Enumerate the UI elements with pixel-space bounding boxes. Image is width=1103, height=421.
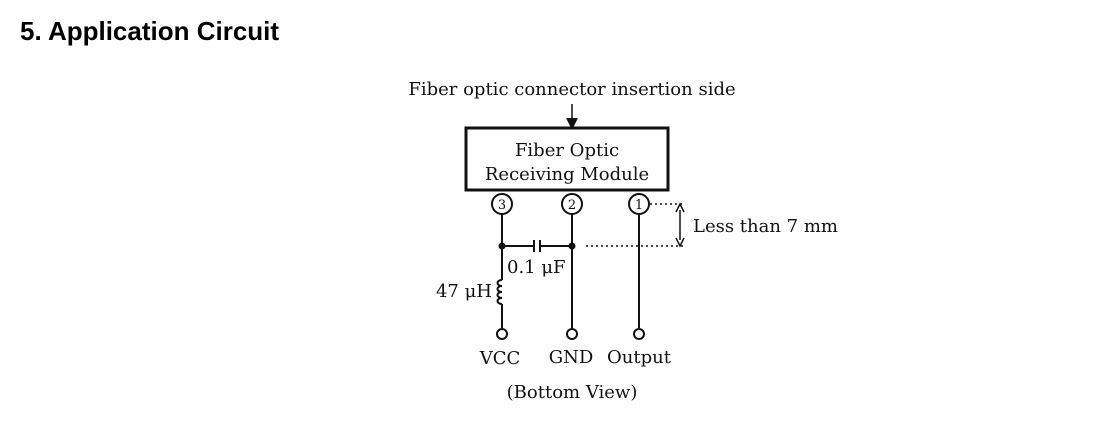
receiving-module-box xyxy=(464,126,670,192)
output-terminal xyxy=(633,328,645,340)
inductor-symbol xyxy=(496,279,503,305)
gnd-terminal xyxy=(566,328,578,340)
dimension-arrow-top-head xyxy=(675,202,685,213)
pin-3: 3 xyxy=(491,193,513,215)
inductor-label: 47 μH xyxy=(436,281,492,302)
pin-3-number: 3 xyxy=(498,198,506,213)
gnd-label: GND xyxy=(549,347,594,368)
vcc-label: VCC xyxy=(479,348,521,369)
pin-2: 2 xyxy=(561,193,583,215)
output-label: Output xyxy=(607,347,672,368)
pin-1: 1 xyxy=(628,193,650,215)
vcc-terminal xyxy=(496,328,508,340)
dimension-label: Less than 7 mm xyxy=(693,216,838,237)
dimension-arrow-bottom-head xyxy=(675,237,685,248)
section-heading: 5. Application Circuit xyxy=(20,16,280,46)
module-label-line1: Fiber Optic xyxy=(515,140,619,161)
bottom-view-label: (Bottom View) xyxy=(507,382,638,403)
module-label-line2: Receiving Module xyxy=(485,164,649,185)
pin-2-number: 2 xyxy=(568,198,576,213)
insertion-side-label: Fiber optic connector insertion side xyxy=(408,79,735,100)
capacitor-label: 0.1 μF xyxy=(507,257,566,278)
pin-1-number: 1 xyxy=(635,198,643,213)
